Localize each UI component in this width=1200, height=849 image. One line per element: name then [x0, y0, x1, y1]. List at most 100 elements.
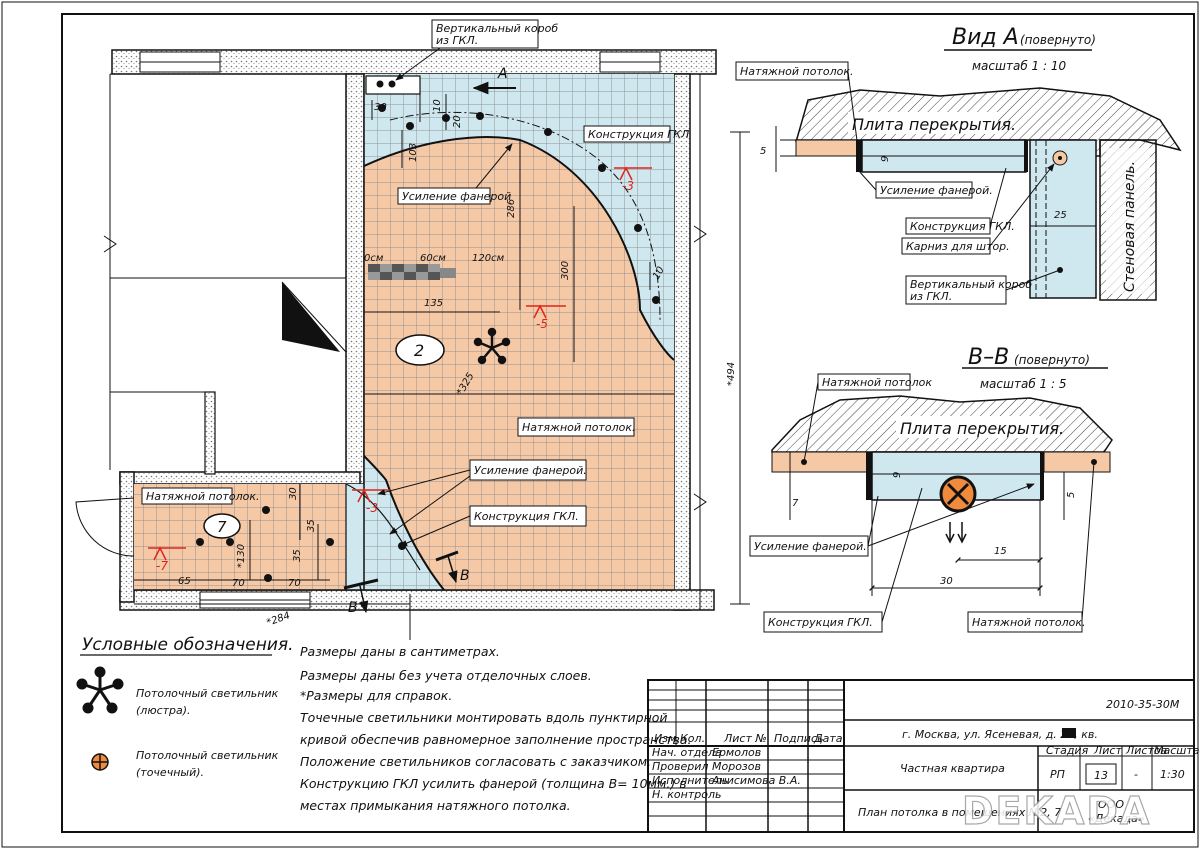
view-bb-stretch-left: [771, 451, 871, 473]
chandelier-plan: [473, 327, 511, 365]
spot-light: [442, 114, 450, 122]
view-a-stretch-label: Натяжной потолок.: [740, 65, 853, 78]
section-a-marker: А: [472, 66, 516, 95]
callout-plywood-2-text: Усиление фанерой.: [474, 464, 587, 477]
scale-label-0: 0см: [364, 253, 384, 264]
view-bb-gkl-label: Конструкция ГКЛ.: [768, 616, 873, 629]
inner-frame: [61, 13, 1195, 833]
tb-sheets: -: [1134, 768, 1138, 781]
dim-135: 135: [424, 298, 443, 309]
callout-vertical-box: Вертикальный короб из ГКЛ.: [395, 19, 558, 81]
spot-light: [598, 164, 606, 172]
spot-light: [196, 538, 204, 546]
view-a-vbox-label-1: Вертикальный короб: [910, 278, 1032, 291]
note-1: Размеры даны в сантиметрах.: [300, 644, 500, 659]
dim-20: 20: [452, 115, 463, 128]
callout-gkl-1: Конструкция ГКЛ: [583, 125, 689, 143]
callout-vertical-box-l2: из ГКЛ.: [436, 34, 478, 47]
view-a-stretch: [795, 139, 859, 157]
callout-stretch-main: Натяжной потолок.: [517, 417, 635, 437]
section-b-markers: [343, 550, 459, 614]
tb-col-list: Лист №: [723, 732, 767, 745]
tb-stage: РП: [1050, 768, 1065, 781]
watermark-logo: DEKADA: [962, 789, 1151, 833]
view-bb-dim-15: 15: [994, 546, 1007, 557]
note-5: кривой обеспечив равномерное заполнение …: [300, 732, 691, 747]
view-a-title-note: (повернуто): [1020, 33, 1096, 47]
tb-role-4: Н. контроль: [652, 788, 721, 801]
callout-plywood-2: Усиление фанерой.: [377, 459, 587, 535]
callout-gkl-2: Конструкция ГКЛ.: [399, 505, 587, 547]
scale-label-120: 120см: [472, 253, 505, 264]
spot-light: [226, 538, 234, 546]
view-a-plywood-label: Усиление фанерой.: [880, 184, 993, 197]
view-a: Вид А (повернуто) масштаб 1 : 10 Плита п…: [735, 25, 1182, 305]
tb-code: 2010-35-30М: [1106, 698, 1180, 711]
spot-light: [378, 104, 386, 112]
view-bb-dim-7: 7: [792, 498, 799, 509]
dim-494: *494: [726, 362, 737, 386]
tb-role-3: Исполнитель: [652, 774, 728, 787]
spot-light: [326, 538, 334, 546]
tb-col-podp: Подпись: [774, 732, 823, 745]
dim-284: *284: [265, 610, 291, 629]
tb-role-1: Нач. отдела: [652, 746, 722, 759]
tb-name-1: Ермолов: [712, 746, 761, 759]
door-swing: [75, 497, 135, 557]
tb-org-l1: ООО: [1098, 798, 1124, 811]
level-mark-3: -3: [366, 501, 378, 515]
dim-35-a: 35: [306, 519, 317, 532]
note-4: Точечные светильники монтировать вдоль п…: [300, 710, 668, 725]
spot-light: [376, 80, 384, 88]
dim-70-a: 70: [232, 578, 245, 589]
callout-vertical-box-l1: Вертикальный короб: [436, 22, 558, 35]
callout-stretch-small-text: Натяжной потолок.: [146, 490, 259, 503]
view-bb-dim-5: 5: [1066, 492, 1077, 498]
view-bb-slab-label: Плита перекрытия.: [900, 419, 1064, 438]
view-bb-dim-30: 30: [940, 576, 953, 587]
tb-name-2: Морозов: [712, 760, 761, 773]
room-2-number: 2: [414, 341, 424, 360]
callout-plywood-1: Усиление фанерой: [397, 143, 513, 205]
tb-col-data: Дата: [813, 732, 843, 745]
wall-left-room2: [345, 73, 365, 485]
view-bb-title: В–В: [968, 345, 1009, 370]
legend-spot-text-2: (точечный).: [136, 766, 204, 779]
tb-scale: 1:30: [1160, 768, 1185, 781]
legend-chandelier-icon: [76, 666, 124, 714]
dim-10-a: 10: [432, 99, 443, 112]
tb-col-kol: Кол.: [680, 732, 705, 745]
dim-286: 286: [506, 199, 517, 218]
spot-light: [406, 122, 414, 130]
view-bb-dim-9: 9: [892, 472, 903, 478]
spot-lights-plan: [196, 80, 660, 582]
room-2-tag: [395, 334, 445, 366]
wall-partition: [204, 391, 216, 475]
callout-plywood-1-text: Усиление фанерой: [402, 190, 511, 203]
view-a-cornice-label: Карниз для штор.: [906, 240, 1010, 253]
view-a-dim-9: 9: [880, 156, 891, 162]
callout-stretch-main-text: Натяжной потолок.: [522, 421, 635, 434]
legend-chandelier-text-2: (люстра).: [136, 704, 191, 717]
note-8: местах примыкания натяжного потолка.: [300, 798, 571, 813]
callout-stretch-small: Натяжной потолок.: [141, 487, 259, 505]
tb-h-sheets: Листов: [1125, 744, 1167, 757]
legend-chandelier-text-1: Потолочный светильник: [136, 687, 279, 700]
level-mark-4: -7: [156, 559, 168, 573]
dim-65: 65: [178, 576, 191, 587]
tb-address-redaction: [1062, 728, 1076, 738]
tb-project: Частная квартира: [900, 762, 1005, 775]
note-6: Положение светильников согласовать с зак…: [300, 754, 651, 769]
dim-30-b: 30: [288, 487, 299, 500]
level-mark-2: -5: [536, 317, 548, 331]
view-bb-title-note: (повернуто): [1014, 353, 1090, 367]
grid-room2: [364, 74, 674, 590]
spot-light: [398, 542, 406, 550]
view-a-vbox-label-2: из ГКЛ.: [910, 290, 952, 303]
tb-sheet: 13: [1094, 769, 1108, 782]
spot-light: [476, 112, 484, 120]
tb-org-l2: «Декада»: [1088, 812, 1145, 825]
callout-gkl-1-text: Конструкция ГКЛ: [588, 128, 689, 141]
